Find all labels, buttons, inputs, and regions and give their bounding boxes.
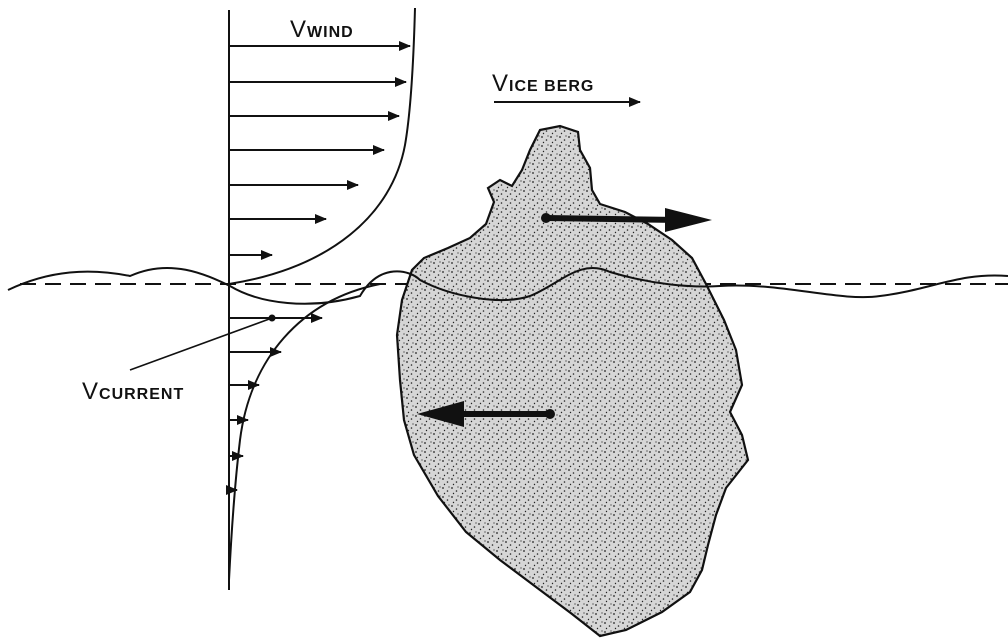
iceberg-label-v: V bbox=[492, 70, 509, 97]
current-leader-dot bbox=[269, 315, 276, 322]
current-profile-curve bbox=[229, 284, 380, 580]
wind-label-sub: WIND bbox=[307, 24, 354, 41]
iceberg-label-sub: ICE BERG bbox=[509, 78, 594, 95]
current-leader-line bbox=[130, 318, 272, 370]
wind-velocity-label: VWIND bbox=[290, 16, 354, 44]
wind-arrows bbox=[229, 46, 410, 255]
water-drag-origin-dot bbox=[545, 409, 555, 419]
iceberg-shape bbox=[397, 126, 748, 636]
current-velocity-label: VCURRENT bbox=[82, 378, 184, 406]
wind-force-origin-dot bbox=[541, 213, 551, 223]
wind-label-v: V bbox=[290, 16, 307, 43]
wind-force-arrow-shaft bbox=[546, 218, 680, 220]
wind-profile-curve bbox=[229, 8, 415, 284]
iceberg-velocity-label: VICE BERG bbox=[492, 70, 594, 98]
current-label-v: V bbox=[82, 378, 99, 405]
current-label-sub: CURRENT bbox=[99, 386, 184, 403]
current-arrows bbox=[229, 318, 322, 490]
wind-force-arrowhead bbox=[665, 208, 712, 232]
